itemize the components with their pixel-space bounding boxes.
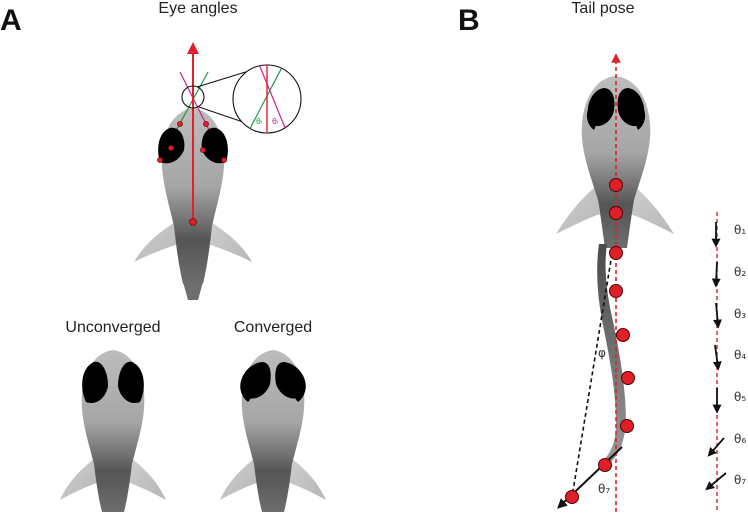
tail-keypoint xyxy=(609,206,623,220)
fish-b xyxy=(556,76,674,466)
tail-keypoint xyxy=(565,490,579,504)
zoom-connector-top xyxy=(196,69,253,88)
keypoint xyxy=(177,121,183,127)
theta7-tail-label: θ₇ xyxy=(598,482,610,496)
segment-arrow-4 xyxy=(712,344,722,371)
keypoint xyxy=(203,121,209,127)
keypoint xyxy=(168,145,174,151)
inset-right-theta: θᵣ xyxy=(272,117,280,126)
tail-keypoint xyxy=(616,328,630,342)
fish-converged xyxy=(220,350,326,512)
right-eye-b-lobe xyxy=(634,102,646,130)
inset-left-theta: θₗ xyxy=(256,117,262,126)
tail-keypoint xyxy=(609,246,623,260)
pectoral-fin-right-b xyxy=(630,186,674,234)
panel-b-letter: B xyxy=(458,4,480,37)
zoom-connector-bottom xyxy=(198,106,247,124)
tail-keypoints xyxy=(565,178,635,504)
segment-arrows xyxy=(705,222,727,491)
pectoral-fin-left-b xyxy=(556,186,600,234)
panel-b-title: Tail pose xyxy=(571,0,634,17)
left-eye-b-lobe xyxy=(586,102,598,130)
left-eye-lobe xyxy=(160,140,172,162)
zoom-inset: θₗ θᵣ xyxy=(232,64,302,134)
phi-label: φ xyxy=(598,346,606,360)
fish-unconverged xyxy=(60,350,166,512)
tail-b xyxy=(597,244,626,466)
keypoint xyxy=(200,147,206,153)
segment-labels: θ₁ θ₂ θ₃ θ₄ θ₅ θ₆ θ₇ xyxy=(734,223,746,487)
zoom-source-circle xyxy=(181,85,205,109)
tail-keypoint xyxy=(598,458,612,472)
tail-keypoint xyxy=(620,419,634,433)
right-eye-lobe xyxy=(214,140,226,162)
segment-arrow-6 xyxy=(707,437,725,457)
segment-label-7: θ₇ xyxy=(734,473,746,487)
pectoral-fin-left xyxy=(134,222,178,262)
keypoint xyxy=(157,157,163,163)
segment-label-5: θ₅ xyxy=(734,390,746,404)
segment-label-6: θ₆ xyxy=(734,432,746,446)
segment-label-1: θ₁ xyxy=(734,223,746,237)
tail-keypoint xyxy=(609,178,623,192)
eye-keypoints xyxy=(157,121,227,163)
tail-stub xyxy=(183,282,203,300)
tail-keypoint xyxy=(609,284,623,298)
segment-label-4: θ₄ xyxy=(734,348,746,362)
keypoint xyxy=(221,157,227,163)
panel-a-title: Eye angles xyxy=(158,0,237,17)
segment-arrow-7 xyxy=(705,472,727,491)
phi-dashed-line xyxy=(571,253,613,498)
segment-label-2: θ₂ xyxy=(734,265,746,279)
tail-keypoint xyxy=(621,371,635,385)
segment-arrow-3 xyxy=(713,302,722,329)
segment-arrow-2 xyxy=(711,261,721,288)
panel-a-letter: A xyxy=(0,4,22,37)
swim-bladder-point xyxy=(189,218,197,226)
eyes-main-a xyxy=(158,127,228,164)
pectoral-fin-right xyxy=(208,222,252,262)
converged-label: Converged xyxy=(234,319,312,336)
segment-label-3: θ₃ xyxy=(734,307,746,321)
unconverged-label: Unconverged xyxy=(65,319,160,336)
